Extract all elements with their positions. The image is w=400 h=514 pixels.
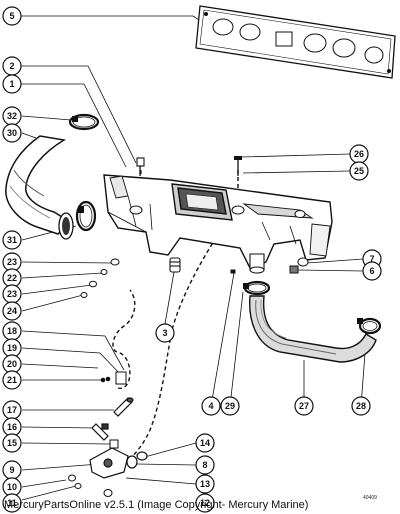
callout-23-bottom: 23 (2, 284, 22, 304)
callout-16-label: 16 (7, 422, 17, 432)
callout-25-label: 25 (354, 166, 364, 176)
callout-14: 14 (195, 433, 215, 453)
callout-30: 30 (2, 123, 22, 143)
callout-12: 12 (195, 493, 215, 513)
fitting-group-18-21 (100, 371, 127, 385)
callout-7-label: 7 (369, 254, 374, 264)
callout-18-label: 18 (7, 326, 17, 336)
callout-23-top-label: 23 (7, 257, 17, 267)
left-side-fittings (80, 258, 120, 298)
callout-32-label: 32 (7, 111, 17, 121)
callout-28-label: 28 (356, 401, 366, 411)
callout-11: 11 (2, 493, 22, 513)
lower-hose (249, 295, 377, 363)
hose-clamp-top (68, 113, 100, 131)
callout-1: 1 (2, 74, 22, 94)
callout-13: 13 (195, 474, 215, 494)
right-side-plugs (230, 257, 309, 274)
callout-19: 19 (2, 338, 22, 358)
callout-4: 4 (201, 396, 221, 416)
callout-18: 18 (2, 321, 22, 341)
callout-24-label: 24 (7, 306, 17, 316)
callout-23-top: 23 (2, 252, 22, 272)
callout-5: 5 (2, 6, 22, 26)
callout-21: 21 (2, 370, 22, 390)
callout-22: 22 (2, 268, 22, 288)
callout-23-bottom-label: 23 (7, 289, 17, 299)
callout-14-label: 14 (200, 438, 210, 448)
callout-20-label: 20 (7, 359, 17, 369)
callout-10-label: 10 (7, 482, 17, 492)
callout-12-label: 12 (200, 498, 210, 508)
callout-26-label: 26 (354, 149, 364, 159)
callout-9-label: 9 (9, 465, 14, 475)
callouts: 5 2 1 32 30 26 25 31 23 22 23 24 7 6 3 1… (2, 6, 382, 513)
callout-29-label: 29 (225, 401, 235, 411)
callout-15-label: 15 (7, 438, 17, 448)
fitting-15 (109, 439, 119, 449)
callout-30-label: 30 (7, 128, 17, 138)
callout-10: 10 (2, 477, 22, 497)
image-caption: MercuryPartsOnline v2.5.1 (Image Copyrig… (4, 499, 309, 511)
callout-32: 32 (2, 106, 22, 126)
callout-28: 28 (351, 396, 371, 416)
callout-17-label: 17 (7, 405, 17, 415)
hose-clamp-lower (75, 200, 97, 232)
callout-15: 15 (2, 433, 22, 453)
callout-19-label: 19 (7, 343, 17, 353)
water-pump-housing (89, 447, 148, 479)
callout-3: 3 (155, 323, 175, 343)
manifold-stud-right (234, 156, 242, 176)
callout-1-label: 1 (9, 79, 14, 89)
hose-clamp-28 (357, 317, 382, 335)
callout-25: 25 (349, 161, 369, 181)
drawing-number: 40409 (363, 495, 377, 501)
hose-clamp-29 (243, 280, 271, 296)
callout-22-label: 22 (7, 273, 17, 283)
manifold-stud-left (136, 157, 145, 176)
upper-hose (5, 135, 74, 240)
intake-manifold (103, 174, 333, 274)
callout-9: 9 (2, 460, 22, 480)
small-washers (68, 474, 113, 497)
callout-26: 26 (349, 144, 369, 164)
callout-21-label: 21 (7, 375, 17, 385)
callout-17: 17 (2, 400, 22, 420)
callout-4-label: 4 (208, 401, 213, 411)
callout-31: 31 (2, 230, 22, 250)
intake-manifold-gasket (195, 5, 396, 79)
callout-6: 6 (362, 261, 382, 281)
callout-16: 16 (2, 417, 22, 437)
callout-13-label: 13 (200, 479, 210, 489)
callout-8-label: 8 (202, 460, 207, 470)
elbow-16 (91, 423, 109, 441)
callout-3-label: 3 (162, 328, 167, 338)
tube-17 (113, 397, 134, 417)
callout-2: 2 (2, 56, 22, 76)
plug-3 (169, 257, 181, 273)
leader-lines (21, 15, 367, 501)
callout-5-label: 5 (9, 11, 14, 21)
callout-2-label: 2 (9, 61, 14, 71)
callout-20: 20 (2, 354, 22, 374)
callout-27-label: 27 (299, 401, 309, 411)
callout-29: 29 (220, 396, 240, 416)
callout-11-label: 11 (7, 498, 17, 508)
callout-27: 27 (294, 396, 314, 416)
callout-24: 24 (2, 301, 22, 321)
callout-6-label: 6 (369, 266, 374, 276)
callout-31-label: 31 (7, 235, 17, 245)
callout-8: 8 (195, 455, 215, 475)
